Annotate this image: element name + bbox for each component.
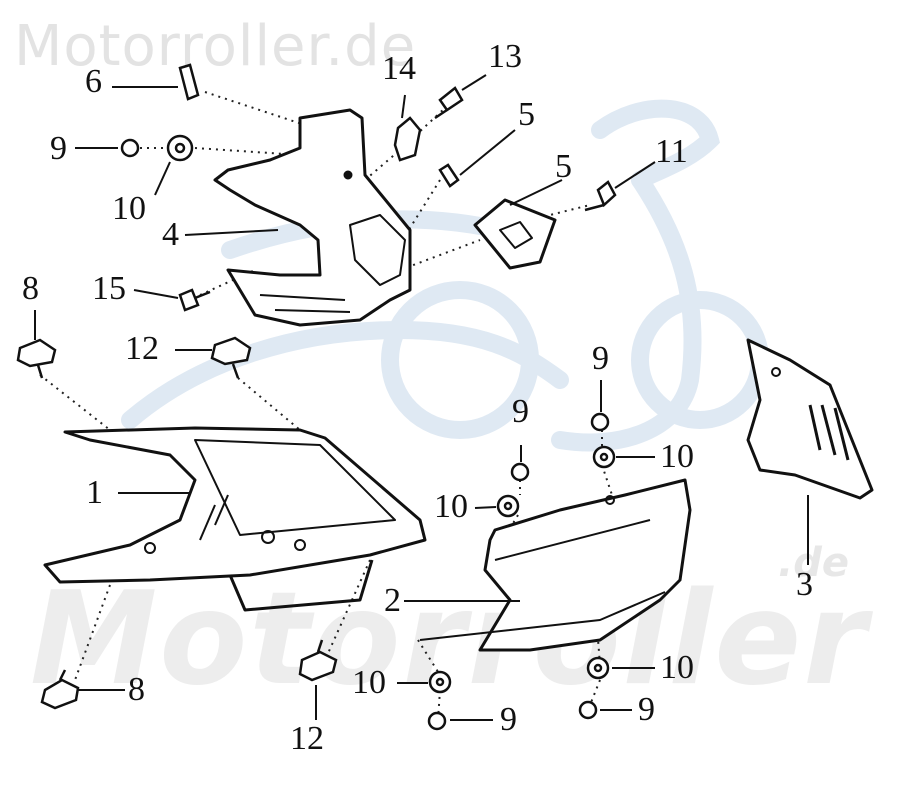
grommet-14 bbox=[393, 116, 422, 162]
callout-9-e: 9 bbox=[638, 691, 655, 728]
screw-15 bbox=[178, 288, 211, 312]
bolt-8-left bbox=[16, 338, 57, 379]
callout-10-e: 10 bbox=[660, 649, 694, 686]
nut-9-mid bbox=[510, 462, 530, 482]
bolt-12-left bbox=[210, 336, 252, 379]
clip-7 bbox=[178, 63, 200, 101]
callout-lines bbox=[34, 74, 809, 721]
bolt-12-bottom bbox=[298, 639, 338, 682]
watermark-de: .de bbox=[778, 540, 849, 586]
callout-12-b: 12 bbox=[290, 720, 324, 757]
callout-9-d: 9 bbox=[500, 701, 517, 738]
callout-15: 15 bbox=[92, 270, 126, 307]
part-1-floor-panel bbox=[43, 426, 427, 612]
screw-13 bbox=[434, 86, 464, 120]
bolt-8-bottom bbox=[40, 669, 80, 710]
nut-9-top bbox=[120, 138, 140, 158]
callout-9-b: 9 bbox=[512, 393, 529, 430]
callout-8-a: 8 bbox=[22, 270, 39, 307]
callout-7: 6 bbox=[85, 63, 102, 100]
callout-12-a: 12 bbox=[125, 330, 159, 367]
callout-13: 13 bbox=[488, 38, 522, 75]
callout-10-b: 10 bbox=[434, 488, 468, 525]
part-3-side-cover bbox=[746, 338, 874, 500]
callout-1: 1 bbox=[86, 474, 103, 511]
callout-8-b: 8 bbox=[128, 671, 145, 708]
callout-10-d: 10 bbox=[352, 664, 386, 701]
nut-9-lowright bbox=[578, 700, 598, 720]
callout-6: 5 bbox=[518, 96, 535, 133]
callout-4: 4 bbox=[162, 216, 179, 253]
washer-10-top-hole bbox=[174, 142, 186, 154]
callout-10-c: 10 bbox=[660, 438, 694, 475]
washer-10-mid-hole bbox=[503, 501, 513, 511]
washer-10-lowright-hole bbox=[593, 663, 603, 673]
callout-10-a: 10 bbox=[112, 190, 146, 227]
callout-9-c: 9 bbox=[592, 340, 609, 377]
part-5-inspection-lid bbox=[473, 198, 557, 270]
part-4-front-cover bbox=[213, 108, 412, 327]
fasteners bbox=[16, 63, 617, 731]
callout-11: 11 bbox=[655, 133, 688, 170]
watermark-top: Motorroller.de bbox=[14, 14, 417, 79]
nut-9-low bbox=[427, 711, 447, 731]
nut-9-right bbox=[590, 412, 610, 432]
washer-10-right-hole bbox=[599, 452, 609, 462]
callout-14: 14 bbox=[382, 50, 416, 87]
washer-10-low-hole bbox=[435, 677, 445, 687]
clip-6 bbox=[438, 163, 460, 188]
callout-9-a: 9 bbox=[50, 130, 67, 167]
screw-11 bbox=[584, 180, 617, 212]
callout-2: 2 bbox=[384, 582, 401, 619]
callout-3: 3 bbox=[796, 566, 813, 603]
part-2-lower-cover bbox=[419, 478, 692, 652]
callout-5: 5 bbox=[555, 148, 572, 185]
